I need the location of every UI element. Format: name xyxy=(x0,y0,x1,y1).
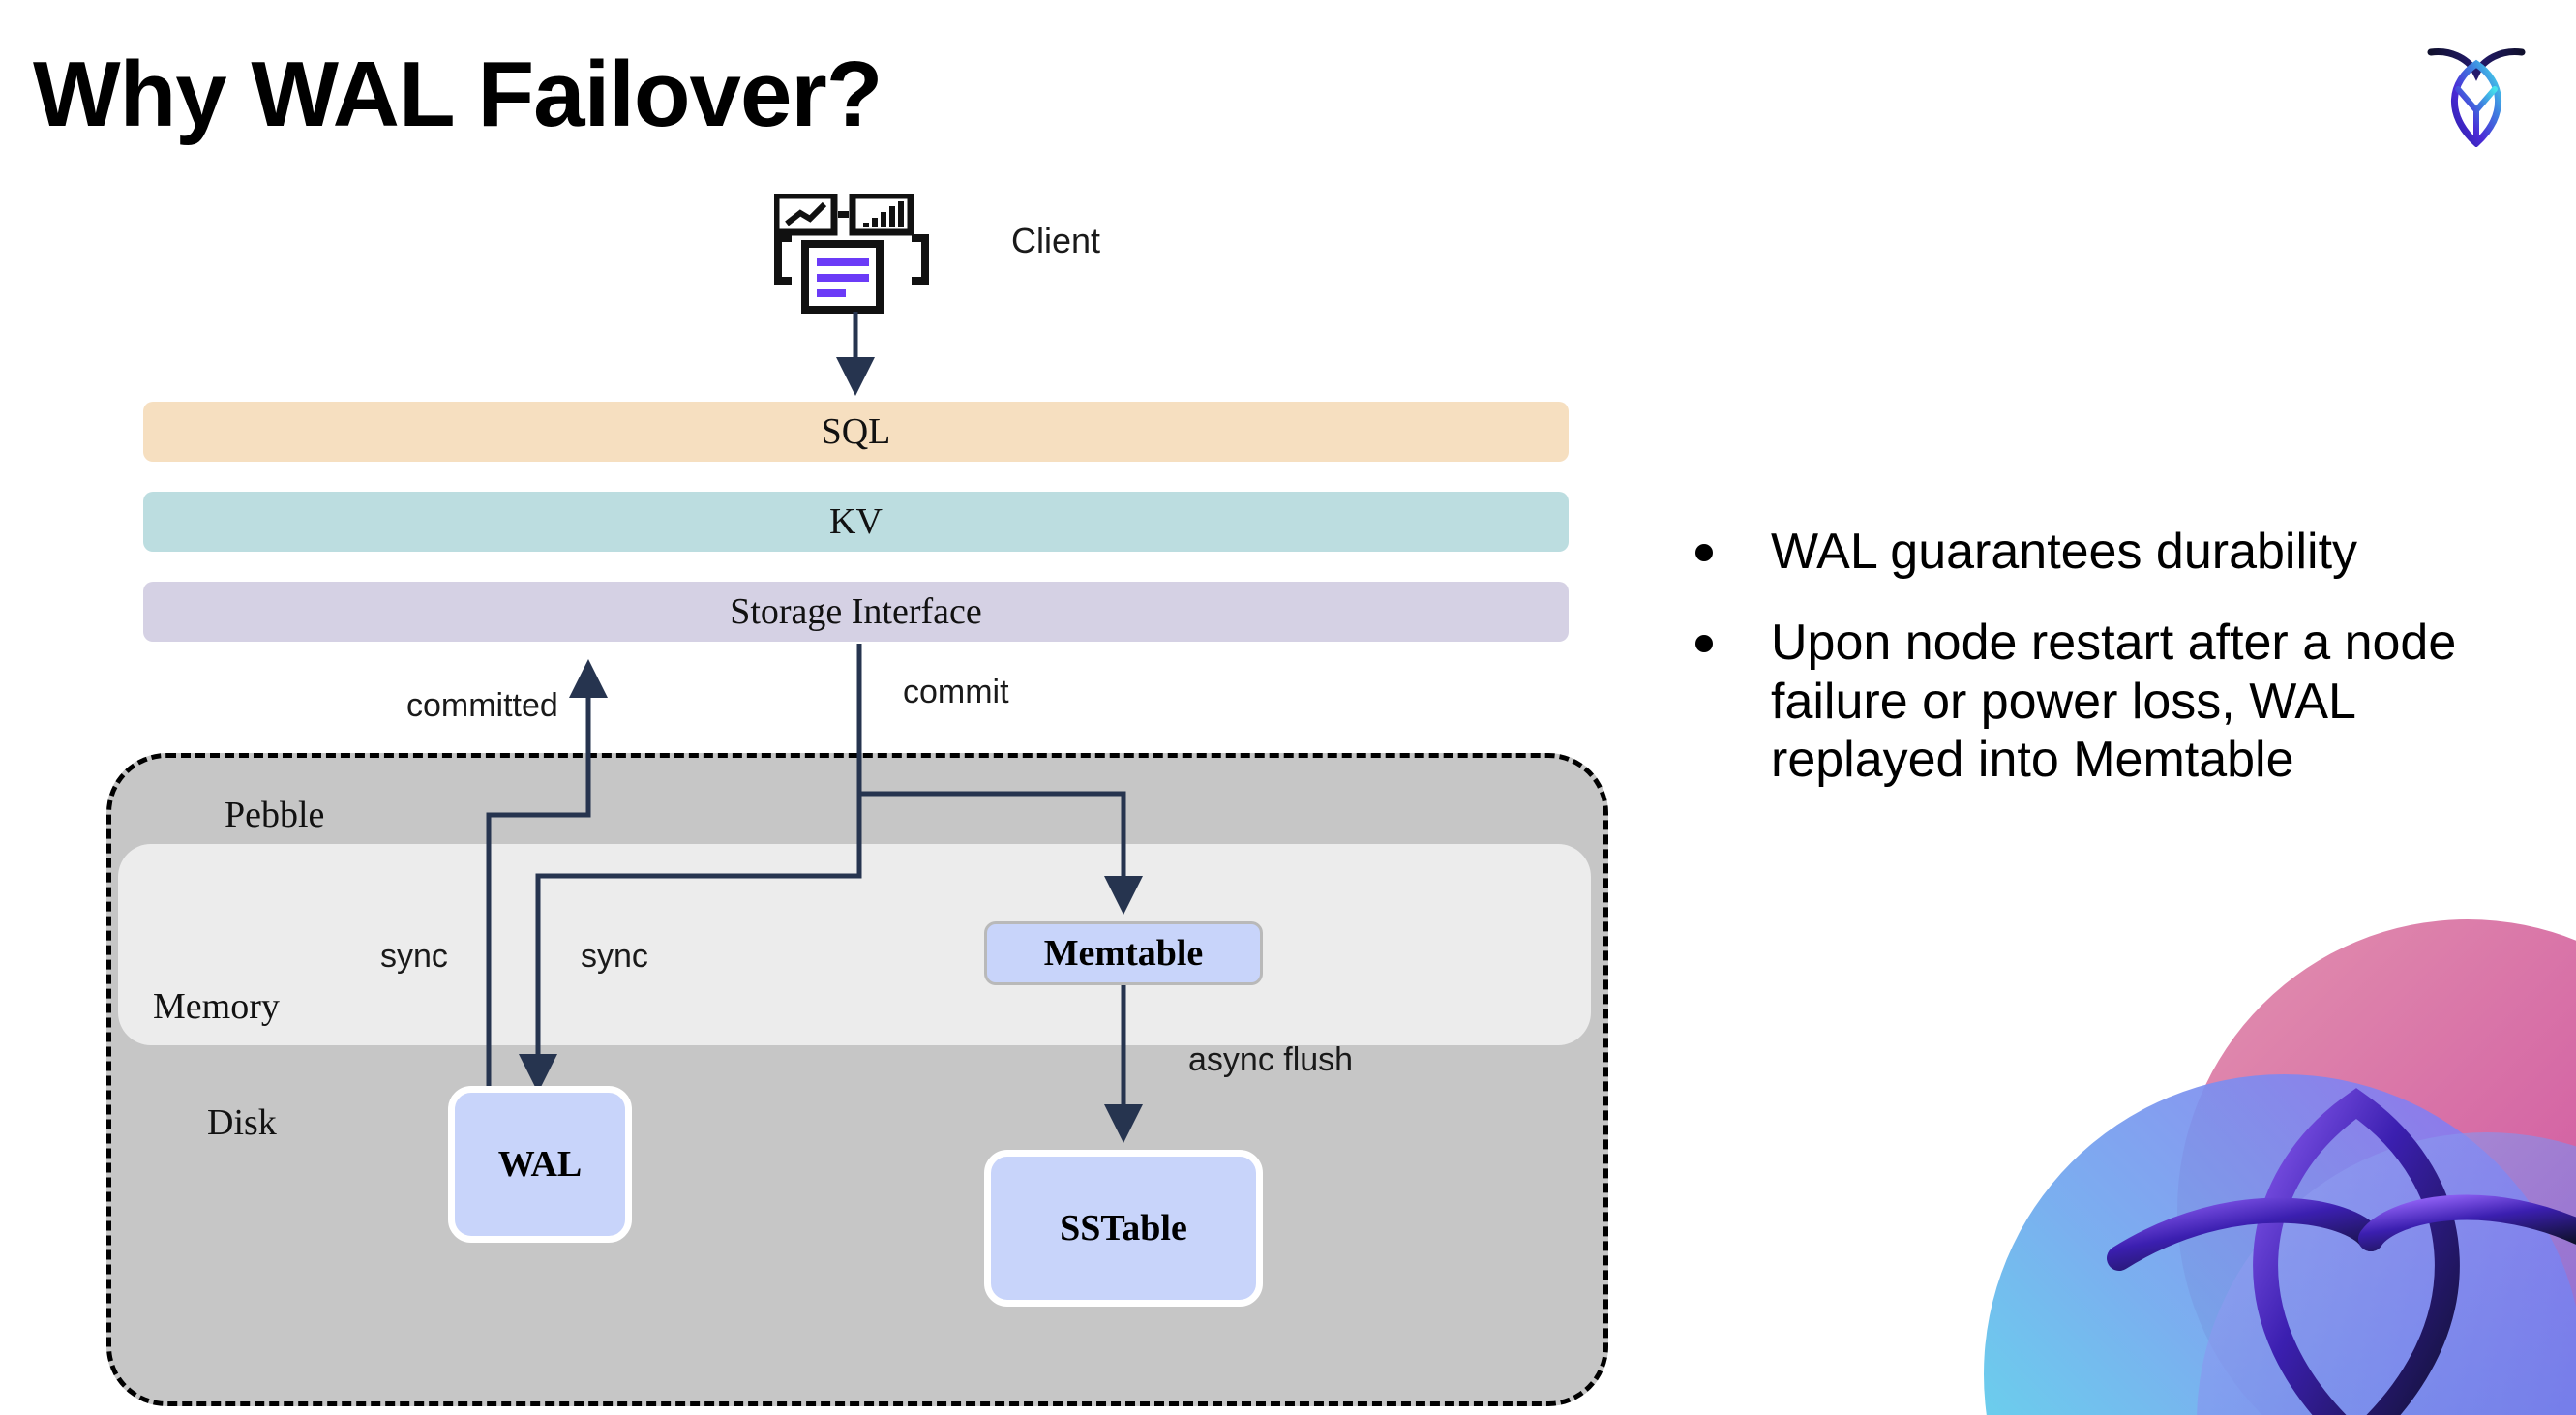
layer-bar-sql: SQL xyxy=(143,402,1569,462)
layer-bar-kv-label: KV xyxy=(829,501,883,542)
cockroachdb-logo-icon xyxy=(2419,21,2533,148)
node-wal-label: WAL xyxy=(497,1144,583,1185)
memory-zone xyxy=(118,844,1591,1045)
bullet-list: WAL guarantees durability Upon node rest… xyxy=(1695,523,2528,822)
node-memtable: Memtable xyxy=(984,921,1263,985)
node-memtable-label: Memtable xyxy=(1043,933,1204,974)
edge-label-commit: commit xyxy=(903,674,1009,710)
bullet-dot-icon xyxy=(1695,544,1713,561)
layer-bar-storage-interface: Storage Interface xyxy=(143,582,1569,642)
client-label: Client xyxy=(1011,221,1101,260)
bullet-text: Upon node restart after a node failure o… xyxy=(1771,615,2457,788)
layer-bar-storage-interface-label: Storage Interface xyxy=(730,591,982,632)
node-wal: WAL xyxy=(448,1086,632,1243)
node-sstable-label: SSTable xyxy=(1060,1208,1187,1249)
layer-bar-sql-label: SQL xyxy=(821,411,891,452)
cockroachdb-decorative-circles-icon xyxy=(1964,919,2576,1415)
edge-label-async-flush: async flush xyxy=(1188,1041,1354,1078)
edge-label-sync-right: sync xyxy=(581,938,648,975)
pebble-container-label: Pebble xyxy=(225,795,325,835)
page-title: Why WAL Failover? xyxy=(33,43,883,146)
bullet-dot-icon xyxy=(1695,635,1713,653)
client-dashboard-icon xyxy=(772,192,929,315)
edge-label-committed: committed xyxy=(406,687,558,724)
edge-label-sync-left: sync xyxy=(380,938,448,975)
list-item: WAL guarantees durability xyxy=(1695,523,2528,581)
node-sstable: SSTable xyxy=(984,1150,1263,1307)
disk-zone-label: Disk xyxy=(207,1102,277,1143)
memory-zone-label: Memory xyxy=(153,986,280,1027)
list-item: Upon node restart after a node failure o… xyxy=(1695,614,2528,789)
bullet-text: WAL guarantees durability xyxy=(1771,524,2358,580)
layer-bar-kv: KV xyxy=(143,492,1569,552)
